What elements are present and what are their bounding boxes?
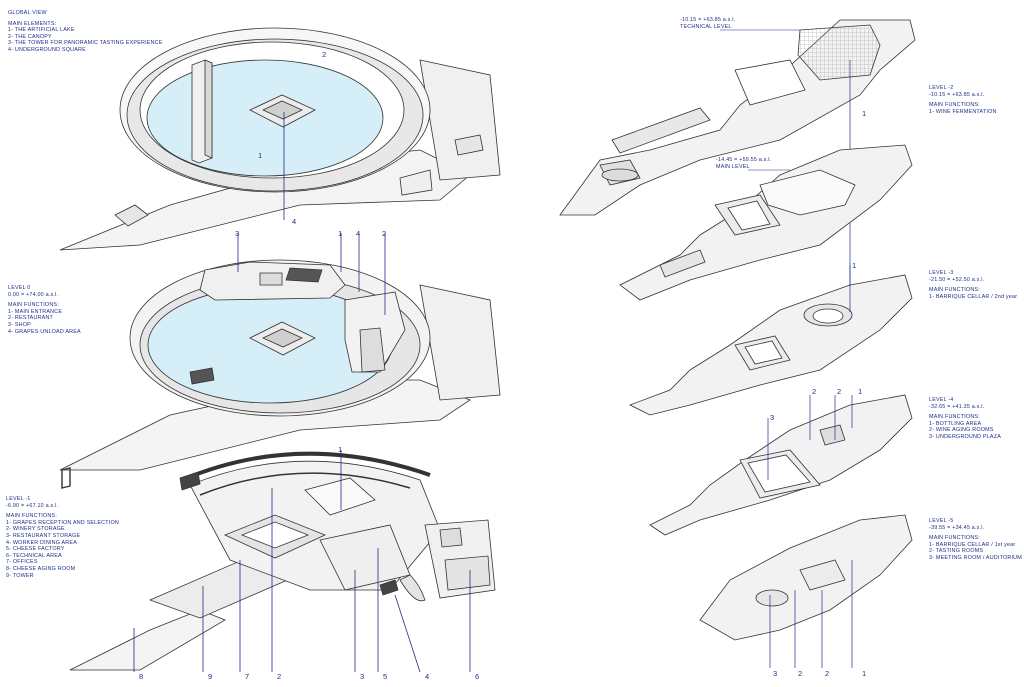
global-view-section: MAIN ELEMENTS: [8,20,57,27]
level-0-title: LEVEL 0 [8,285,31,291]
callout-global-2: 2 [322,50,326,59]
callout-level-1-1: 1 [338,445,342,454]
level-minus-5-title: LEVEL -5 [929,518,954,524]
level-minus-4-item: 2- WINE AGING ROOMS [929,427,994,434]
level-minus-3-title: LEVEL -3 [929,270,954,276]
callout-level-5-1: 1 [862,669,866,678]
level-minus-5-section: MAIN FUNCTIONS: [929,535,980,542]
global-view-item: 2- THE CANOPY [8,33,52,40]
level-minus-4-drawing [649,394,913,536]
callout-global-4: 4 [292,217,296,226]
main-level-notes: -14.45 = +59.55 a.s.l. MAIN LEVEL [716,157,771,170]
level-minus-5-item: 1- BARRIQUE CELLAR / 1st year [929,541,1016,548]
global-view-title: GLOBAL VIEW [8,10,47,16]
main-level-drawing [619,144,913,301]
level-minus-1-item: 7- OFFICES [6,559,38,566]
level-minus-1-item: 5- CHEESE FACTORY [6,546,65,553]
callout-level-1-5: 5 [383,672,387,681]
callout-level0-1: 1 [338,229,342,238]
callout-level-5-3: 3 [773,669,777,678]
level-minus-4-title: LEVEL -4 [929,397,954,403]
level-minus-5-drawing [699,514,913,668]
level-minus-2-drawing [559,19,916,345]
level-minus-4-item: 1- BOTTLING AREA [929,420,982,427]
technical-level-notes: -10.15 = +63.85 a.s.l. TECHNICAL LEVEL [680,17,735,30]
level-minus-4-section: MAIN FUNCTIONS: [929,414,980,421]
level-minus-5-notes: LEVEL -5 -39.55 = +34.45 a.s.l. MAIN FUN… [929,518,1022,562]
callout-level0-3: 3 [235,229,239,238]
level-minus-1-item: 1- GRAPES RECEPTION AND SELECTION [6,519,119,526]
callout-level-5-2a: 2 [798,669,802,678]
level-minus-2-notes: LEVEL -2 -10.15 = +63.85 a.s.l. MAIN FUN… [929,85,997,115]
global-view-drawing [59,27,501,251]
level-minus-1-item: 2- WINERY STORAGE [6,526,65,533]
callout-level-5-2b: 2 [825,669,829,678]
global-view-item: 3- THE TOWER FOR PANORAMIC TASTING EXPER… [8,40,163,47]
callout-level-3-1: 1 [852,261,856,270]
callout-level-4-1: 1 [858,387,862,396]
level-minus-1-drawing [61,450,496,673]
callout-level-1-2: 2 [277,672,281,681]
callout-level0-4: 4 [356,229,360,238]
level-minus-4-item: 3- UNDERGROUND PLAZA [929,433,1001,440]
callout-level-1-7: 7 [245,672,249,681]
global-view-item: 4- UNDERGROUND SQUARE [8,46,86,53]
level-minus-2-item: 1- WINE FERMENTATION [929,108,997,115]
level-minus-3-notes: LEVEL -3 -21.50 = +52.50 a.s.l. MAIN FUN… [929,270,1017,300]
level-minus-1-item: 9- TOWER [6,572,34,579]
level-minus-5-item: 3- MEETING ROOM / AUDITORIUM [929,554,1022,561]
callout-level-4-2b: 2 [837,387,841,396]
level-minus-3-section: MAIN FUNCTIONS: [929,287,980,294]
level-minus-2-section: MAIN FUNCTIONS: [929,102,980,109]
level-minus-4-elevation: -32.65 = +41.35 a.s.l. [929,403,985,410]
callout-level-4-3: 3 [770,413,774,422]
level-0-section: MAIN FUNCTIONS: [8,302,59,309]
level-minus-1-item: 3- RESTAURANT STORAGE [6,532,81,539]
level-minus-2-elevation: -10.15 = +63.85 a.s.l. [929,91,985,98]
callout-level0-2: 2 [382,229,386,238]
level-0-item: 4- GRAPES UNLOAD AREA [8,328,81,335]
level-minus-1-item: 4- WORKER DINING AREA [6,539,77,546]
level-minus-1-item: 6- TECHNICAL AREA [6,552,62,559]
level-minus-3-item: 1- BARRIQUE CELLAR / 2nd year [929,293,1018,300]
level-minus-1-elevation: -6.90 = +67.10 a.s.l. [6,502,59,509]
global-view-item: 1- THE ARTIFICIAL LAKE [8,27,75,34]
technical-level-title: TECHNICAL LEVEL [680,23,732,30]
main-level-elevation: -14.45 = +59.55 a.s.l. [716,157,772,163]
callout-level-1-8: 8 [139,672,143,681]
level-minus-1-item: 8- CHEESE AGING ROOM [6,565,76,572]
level-minus-5-elevation: -39.55 = +34.45 a.s.l. [929,524,985,531]
level-minus-5-item: 2- TASTING ROOMS [929,548,984,555]
callout-global-1: 1 [258,151,262,160]
level-minus-3-elevation: -21.50 = +52.50 a.s.l. [929,276,985,283]
main-level-title: MAIN LEVEL [716,163,750,170]
level-minus-1-title: LEVEL -1 [6,496,31,502]
global-view-notes: GLOBAL VIEW MAIN ELEMENTS: 1- THE ARTIFI… [8,10,163,54]
technical-level-elevation: -10.15 = +63.85 a.s.l. [680,17,736,23]
level-0-drawing [59,233,501,471]
level-0-item: 1- MAIN ENTRANCE [8,308,63,315]
callout-level-1-9: 9 [208,672,212,681]
level-0-elevation: 0.00 = +74.00 a.s.l. [8,291,59,298]
level-minus-4-notes: LEVEL -4 -32.65 = +41.35 a.s.l. MAIN FUN… [929,397,1001,441]
level-minus-1-section: MAIN FUNCTIONS: [6,513,57,520]
level-minus-1-notes: LEVEL -1 -6.90 = +67.10 a.s.l. MAIN FUNC… [6,496,119,579]
level-minus-2-title: LEVEL -2 [929,85,954,91]
level-0-item: 2- RESTAURANT [8,315,54,322]
callout-level-1-6: 6 [475,672,479,681]
callout-level-2-1: 1 [862,109,866,118]
callout-level-1-3: 3 [360,672,364,681]
callout-level-1-4: 4 [425,672,429,681]
level-0-notes: LEVEL 0 0.00 = +74.00 a.s.l. MAIN FUNCTI… [8,285,81,335]
level-0-item: 3- SHOP [8,321,31,328]
callout-level-4-2a: 2 [812,387,816,396]
level-minus-3-drawing [629,265,913,416]
